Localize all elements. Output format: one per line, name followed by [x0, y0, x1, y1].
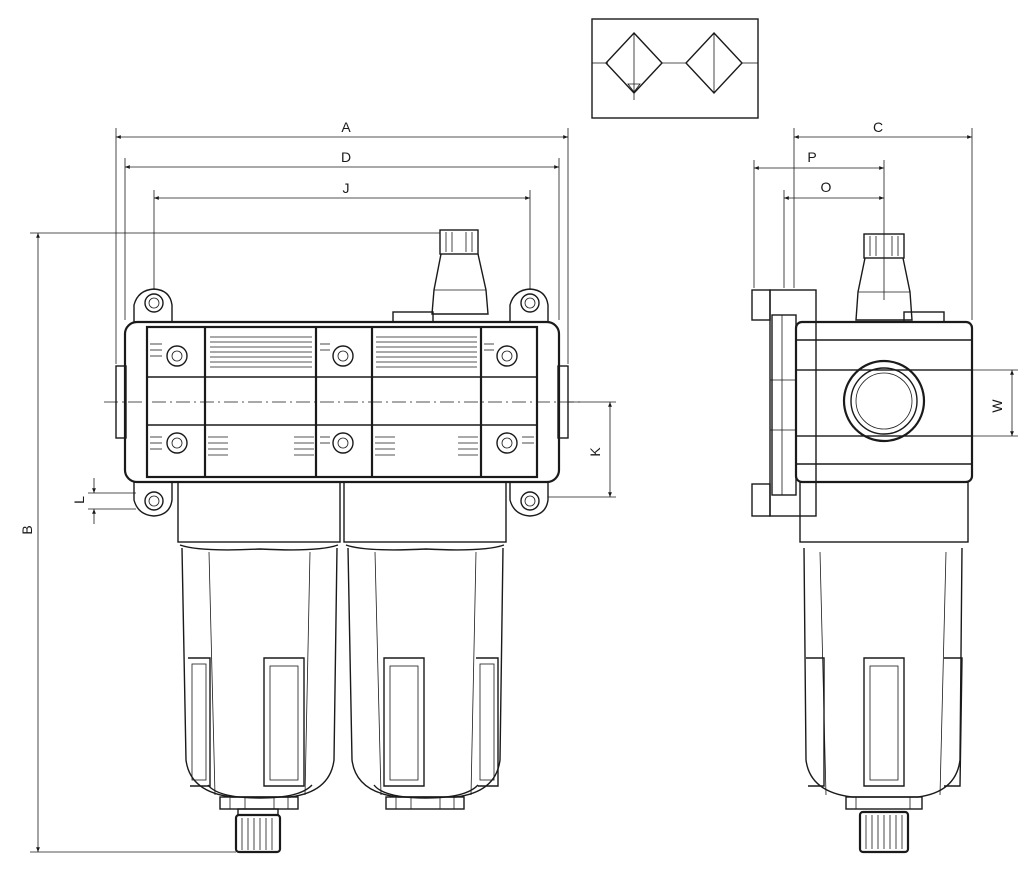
dimension-a: A: [115, 119, 569, 364]
dimension-b-label: B: [19, 525, 35, 534]
filter-drain-symbol: [605, 31, 663, 100]
mounting-hole-bottom-right: [509, 482, 549, 517]
body-screws: [166, 345, 518, 454]
dimension-b: B: [19, 232, 440, 853]
dimension-o-label: O: [821, 179, 832, 195]
side-view: C P O W: [751, 119, 1018, 854]
dimension-l-label: L: [71, 496, 87, 504]
mounting-hole-top-left: [133, 288, 173, 322]
bowl-right: [343, 481, 507, 810]
inlet-port: [842, 359, 926, 443]
mounting-hole-bottom-left: [133, 482, 173, 517]
dimension-c-label: C: [873, 119, 883, 135]
dimension-p-label: P: [807, 149, 816, 165]
front-view: A D J B K: [19, 119, 616, 854]
dimension-w-label: W: [989, 399, 1005, 413]
dimension-l: L: [71, 478, 136, 524]
dimension-k-label: K: [587, 447, 603, 457]
dimension-c: C: [793, 119, 973, 320]
dimension-d: D: [124, 149, 560, 320]
pneumatic-symbol: [591, 18, 759, 119]
dimension-d-label: D: [341, 149, 351, 165]
side-mounting-bracket: [751, 289, 817, 517]
dimension-o: O: [783, 179, 884, 288]
top-fitting: [392, 229, 489, 323]
dimension-w: W: [972, 369, 1018, 437]
dimension-k: K: [548, 401, 616, 498]
dimension-a-label: A: [341, 119, 351, 135]
drain-valve: [234, 813, 282, 854]
side-top-fitting: [855, 233, 945, 323]
side-drain-valve: [858, 810, 910, 854]
filter-symbol: [685, 31, 743, 95]
bowl-left: [177, 481, 341, 854]
dimension-p: P: [753, 149, 885, 300]
dimension-j: J: [153, 180, 531, 290]
mounting-hole-top-right: [509, 288, 549, 322]
filter-body: [123, 320, 561, 484]
dimension-j-label: J: [343, 180, 350, 196]
